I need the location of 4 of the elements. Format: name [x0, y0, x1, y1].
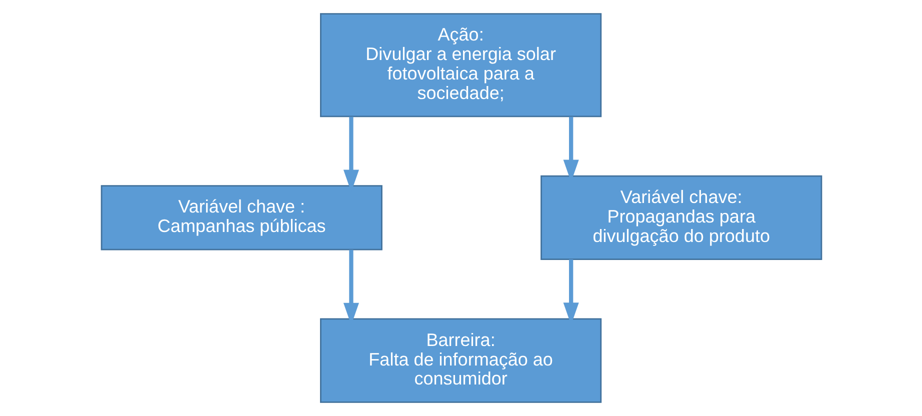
- node-box: Variável chave : Campanhas públicas: [100, 185, 382, 250]
- node-box: Variável chave: Propagandas para divulgação do produto: [540, 175, 822, 260]
- node-box: Ação: Divulgar a energia solar fotovoltaica para a sociedade;: [320, 13, 602, 118]
- node-box: Barreira: Falta de informação ao consumidor: [320, 318, 602, 403]
